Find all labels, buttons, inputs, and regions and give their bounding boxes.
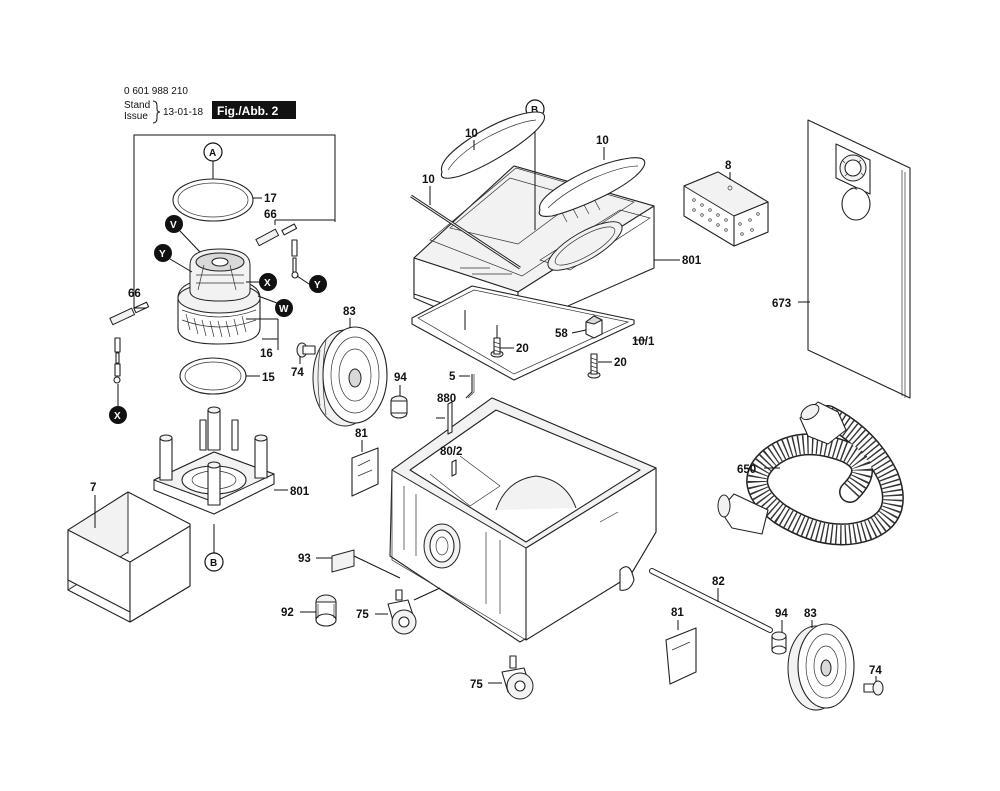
callout-20-b: 20: [614, 357, 627, 369]
screw-20-b: [587, 353, 601, 379]
svg-text:B: B: [531, 105, 538, 116]
callout-801-top: 801: [682, 255, 702, 267]
dust-container: [389, 397, 657, 643]
svg-text:X: X: [264, 278, 271, 289]
callout-10-1: 10/1: [632, 336, 655, 348]
callout-10-c: 10: [422, 174, 435, 186]
issue-date: 13-01-18: [163, 107, 203, 118]
clip-5: [465, 374, 475, 399]
castor-75-upper: [387, 589, 417, 635]
callout-81-upper: 81: [355, 428, 368, 440]
svg-text:B: B: [210, 558, 217, 569]
label-81-lower: [665, 627, 697, 685]
label-81-upper: [351, 447, 379, 497]
callout-650: 650: [737, 464, 756, 476]
callout-74-left: 74: [291, 367, 304, 379]
carbon-brush-right: [255, 223, 299, 279]
carbon-brush-left: [109, 301, 150, 384]
castor-75-lower: [501, 655, 534, 700]
callout-5: 5: [449, 371, 456, 383]
stand-label: Stand: [124, 100, 150, 111]
gasket-17: [172, 178, 254, 222]
callout-880: 880: [437, 393, 456, 405]
fig-label-box: [212, 101, 296, 119]
callout-58: 58: [555, 328, 568, 340]
callout-93: 93: [298, 553, 311, 565]
callout-673: 673: [772, 298, 791, 310]
wheel-left-83: [312, 326, 388, 427]
callout-17: 17: [264, 193, 277, 205]
svg-text:V: V: [170, 220, 177, 231]
motor-holder-801: [153, 406, 275, 515]
axle-cap-74-left: [296, 342, 316, 358]
filter-8: [683, 171, 769, 247]
hose-650: [717, 401, 904, 546]
bushing-94-left: [390, 395, 408, 419]
dust-bag-673: [807, 119, 911, 399]
callout-16: 16: [260, 348, 273, 360]
motor-group-bracket: [133, 134, 336, 350]
svg-text:X: X: [114, 411, 121, 422]
marker-x-left: X: [109, 406, 127, 424]
motor-assembly: [177, 248, 261, 345]
callout-10-b: 10: [596, 135, 609, 147]
part-7-cover: [67, 491, 191, 623]
marker-w: W: [275, 299, 293, 317]
callout-75-lower: 75: [470, 679, 483, 691]
marker-x-right: X: [259, 273, 277, 291]
header-brace: [152, 100, 161, 124]
seal-rod-10: [410, 194, 521, 270]
bushing-94-lower: [771, 631, 787, 655]
latch-58: [585, 315, 603, 339]
coupling-92: [315, 594, 337, 627]
svg-text:W: W: [279, 304, 289, 315]
callout-94-left: 94: [394, 372, 407, 384]
callout-92: 92: [281, 607, 294, 619]
callout-8: 8: [725, 160, 732, 172]
svg-text:Y: Y: [314, 280, 321, 291]
wheel-right-83: [787, 623, 855, 711]
svg-text:Y: Y: [159, 249, 166, 260]
marker-a: A: [203, 142, 223, 162]
fig-label: Fig./Abb. 2: [217, 104, 279, 118]
part-number: 0 601 988 210: [124, 86, 188, 97]
callout-10-a: 10: [465, 128, 478, 140]
marker-b-bottom: B: [204, 552, 224, 572]
callout-20-a: 20: [516, 343, 529, 355]
callout-66-left: 66: [128, 288, 141, 300]
seal-10-1: [411, 285, 635, 381]
gasket-15: [179, 357, 247, 395]
callout-83-lower: 83: [804, 608, 817, 620]
axle-cap-74-lower: [863, 680, 884, 696]
callout-15: 15: [262, 372, 275, 384]
callout-83-left: 83: [343, 306, 356, 318]
callout-7: 7: [90, 482, 96, 494]
header-block: 0 601 988 210 Stand Issue 13-01-18 Fig./…: [124, 86, 296, 124]
axle-82: [649, 568, 773, 633]
marker-y-left: Y: [154, 244, 172, 262]
seal-10-right: [538, 157, 646, 217]
callout-801-lower: 801: [290, 486, 310, 498]
callout-75-upper: 75: [356, 609, 369, 621]
issue-label: Issue: [124, 111, 148, 122]
callout-80-2: 80/2: [440, 446, 462, 458]
seal-10-left: [440, 111, 546, 179]
callout-81-lower: 81: [671, 607, 684, 619]
callout-82: 82: [712, 576, 725, 588]
marker-v: V: [165, 215, 183, 233]
callout-94-lower: 94: [775, 608, 788, 620]
label-93: [331, 549, 355, 573]
svg-text:A: A: [209, 148, 216, 159]
callout-66-top: 66: [264, 209, 277, 221]
marker-y-right: Y: [309, 275, 327, 293]
callout-74-lower: 74: [869, 665, 882, 677]
